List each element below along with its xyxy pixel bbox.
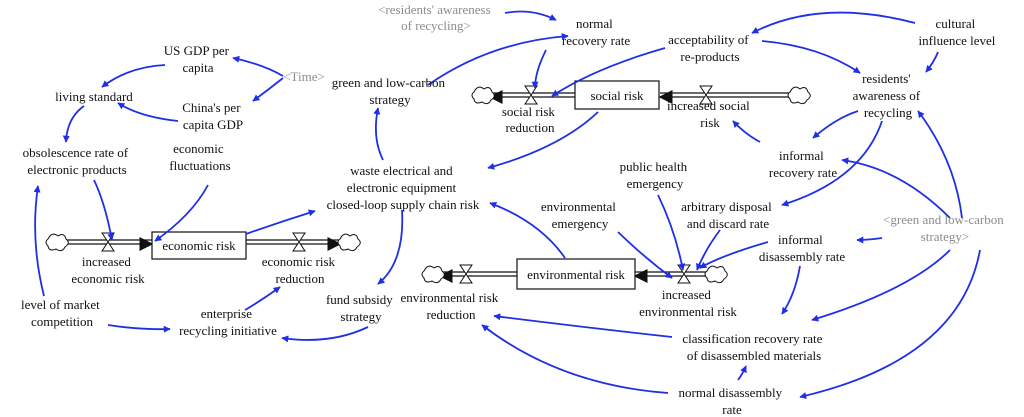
link-shadow-green-to-residents-awareness	[917, 110, 963, 219]
environmental-emergency-label: environmental emergency	[541, 199, 619, 231]
link-acceptability-to-social-reduction	[551, 47, 666, 97]
social-risk-flows	[471, 80, 811, 110]
level-of-competition-label: level of market competition	[21, 297, 103, 329]
environmental-risk-reduction-label: environmental risk reduction	[400, 290, 501, 322]
environmental-risk-label: environmental risk	[527, 267, 625, 282]
labels: <residents' awareness of recycling> norm…	[21, 2, 1007, 417]
link-time-to-china-gdp	[252, 77, 284, 102]
link-us-gdp-to-living-standard	[101, 64, 166, 88]
arbitrary-disposal-label: arbitrary disposal and discard rate	[681, 199, 775, 231]
cloud-icon	[337, 233, 361, 252]
link-env-risk-to-chain-risk	[489, 201, 566, 259]
link-informal-disassembly-to-increased-env	[699, 241, 769, 269]
link-competition-to-initiative	[107, 324, 171, 333]
us-gdp-label: US GDP per capita	[164, 43, 233, 75]
enterprise-initiative-label: enterprise recycling initiative	[179, 306, 277, 338]
social-risk-label: social risk	[590, 88, 644, 103]
link-public-health-to-increased-env	[657, 194, 686, 271]
link-arbitrary-to-increased-env	[696, 229, 721, 271]
link-normal-disassembly-to-env-reduction	[481, 324, 669, 394]
china-gdp-label: China's per capita GDP	[182, 100, 244, 132]
link-shadow-awareness-to-normal-recovery	[504, 10, 557, 21]
increased-environmental-risk-label: increased environmental risk	[639, 287, 737, 319]
link-obsolescence-to-increased-economic	[93, 179, 115, 241]
normal-disassembly-label: normal disassembly rate	[679, 385, 786, 417]
valve-icon	[101, 232, 115, 252]
link-normal-recovery-to-social-reduction	[531, 49, 547, 89]
economic-fluctuations-label: economic fluctuations	[169, 141, 230, 173]
social-risk-stock	[574, 80, 660, 110]
link-informal-disassembly-to-classification	[781, 265, 801, 315]
link-time-to-us-gdp	[232, 55, 284, 77]
informal-recovery-rate-label: informal recovery rate	[769, 148, 837, 180]
link-fund-to-initiative	[281, 326, 369, 343]
link-residents-awareness-to-arbitrary	[781, 120, 883, 207]
link-chain-to-green-strategy	[373, 107, 384, 161]
link-green-to-normal-recovery	[427, 32, 569, 86]
economic-risk-label: economic risk	[162, 238, 236, 253]
link-informal-recovery-to-increased-social	[732, 120, 761, 143]
economic-risk-reduction-label: economic risk reduction	[262, 254, 339, 286]
increased-social-risk-label: increased social risk	[667, 98, 753, 130]
link-shadow-green-to-classification	[811, 249, 951, 322]
link-living-standard-to-obsolescence	[62, 105, 85, 143]
link-cultural-to-residents-awareness	[925, 51, 939, 73]
valve-icon	[459, 264, 473, 284]
link-normal-disassembly-to-classification	[737, 365, 747, 381]
environmental-risk-stock	[516, 258, 636, 290]
link-shadow-green-to-informal-recovery	[841, 157, 951, 219]
public-health-emergency-label: public health emergency	[620, 159, 691, 191]
valve-icon	[524, 85, 538, 105]
classification-recovery-label: classification recovery rate of disassem…	[682, 331, 825, 363]
informal-disassembly-label: informal disassembly rate	[759, 232, 846, 264]
normal-recovery-rate-label: normal recovery rate	[562, 16, 630, 48]
link-fluctuations-to-economic-risk	[154, 184, 209, 242]
link-shadow-green-to-normal-disassembly	[799, 249, 981, 399]
acceptability-label: acceptability of re-products	[668, 32, 752, 64]
link-economic-risk-to-chain-risk	[245, 209, 316, 235]
shadow-green-strategy-label: <green and low-carbon strategy>	[883, 212, 1007, 244]
increased-economic-risk-label: increased economic risk	[71, 254, 145, 286]
link-cultural-to-acceptability	[751, 11, 916, 34]
shadow-time-label: <Time>	[283, 69, 325, 84]
link-shadow-green-to-informal-disassembly	[856, 236, 883, 244]
link-china-gdp-to-living-standard	[117, 102, 179, 122]
obsolescence-label: obsolescence rate of electronic products	[23, 145, 132, 177]
living-standard-label: living standard	[55, 89, 133, 104]
fund-subsidy-label: fund subsidy strategy	[326, 292, 396, 324]
cloud-icon	[704, 265, 728, 284]
link-classification-to-env-reduction	[493, 313, 673, 338]
shadow-residents-awareness-label: <residents' awareness of recycling>	[378, 2, 494, 33]
social-risk-reduction-label: social risk reduction	[502, 104, 558, 135]
causal-links	[33, 10, 981, 399]
cultural-influence-label: cultural influence level	[919, 16, 996, 48]
cloud-icon	[787, 86, 811, 105]
link-social-risk-to-chain-risk	[487, 111, 599, 170]
link-chain-to-fund-subsidy	[377, 209, 404, 285]
economic-risk-stock	[151, 231, 247, 260]
environmental-risk-flows	[421, 258, 728, 290]
cloud-icon	[45, 233, 69, 252]
link-initiative-to-economic-reduction	[244, 286, 281, 311]
link-acceptability-to-residents-awareness	[761, 40, 861, 74]
cloud-icon	[421, 265, 445, 284]
link-competition-to-obsolescence	[33, 185, 45, 297]
chain-risk-label: waste electrical and electronic equipmen…	[327, 163, 480, 212]
residents-awareness-label: residents' awareness of recycling	[853, 71, 924, 120]
cloud-icon	[471, 86, 495, 105]
valve-icon	[677, 264, 691, 284]
link-residents-awareness-to-informal-recovery	[812, 110, 859, 139]
green-strategy-label: green and low-carbon strategy	[332, 75, 449, 107]
valve-icon	[292, 232, 306, 252]
link-env-emergency-to-increased-env	[617, 231, 673, 279]
valve-icon	[699, 85, 713, 105]
